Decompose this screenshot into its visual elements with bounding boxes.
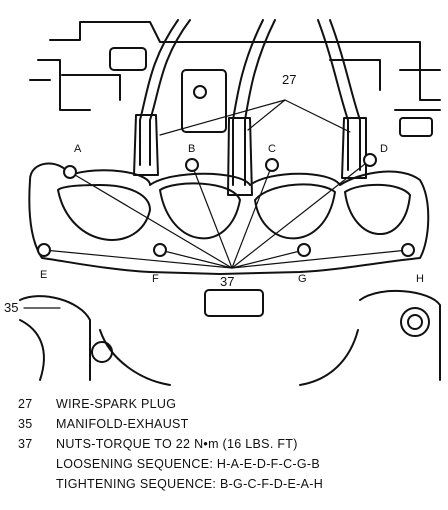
nut-label-e: E [40, 269, 47, 281]
engine-block-outline [49, 21, 441, 101]
manifold-port-2 [159, 182, 241, 240]
bracket-plate [181, 69, 227, 133]
nut-h [401, 243, 415, 257]
nut-b [185, 158, 199, 172]
legend-item-manifold: 35 MANIFOLD-EXHAUST [18, 414, 438, 434]
nut-f [153, 243, 167, 257]
sensor-boss [204, 289, 264, 317]
nut-label-c: C [268, 143, 276, 155]
lower-bolt-left [91, 341, 113, 363]
legend: 27 WIRE-SPARK PLUG 35 MANIFOLD-EXHAUST 3… [18, 394, 438, 494]
callout-27: 27 [282, 72, 296, 87]
nut-label-h: H [416, 273, 424, 285]
legend-number: 37 [18, 437, 33, 451]
lower-bolt-right [400, 307, 430, 337]
nut-e [37, 243, 51, 257]
bracket-hole [193, 85, 207, 99]
spark-plug-wire-a [149, 19, 191, 166]
callout-37: 37 [220, 274, 234, 289]
callout-35: 35 [4, 300, 18, 315]
legend-text: WIRE-SPARK PLUG [56, 397, 177, 411]
legend-item-wire: 27 WIRE-SPARK PLUG [18, 394, 438, 414]
nut-label-a: A [74, 143, 82, 155]
exhaust-manifold-body [28, 162, 430, 275]
lower-bolt-right-inner [407, 314, 423, 330]
left-bracket [19, 319, 45, 381]
loosening-sequence: LOOSENING SEQUENCE: H-A-E-D-F-C-G-B [56, 457, 320, 471]
nuts [37, 153, 415, 257]
legend-text: MANIFOLD-EXHAUST [56, 417, 189, 431]
lower-pipe [99, 329, 359, 386]
nut-d [363, 153, 377, 167]
nut-label-d: D [380, 143, 388, 155]
side-boss [399, 117, 433, 137]
valve-cover-boss [109, 47, 147, 71]
nut-a [63, 165, 77, 179]
plug-boot-a [133, 114, 159, 176]
nut-label-g: G [298, 273, 307, 285]
plug-boot-b [227, 117, 253, 196]
nut-label-f: F [152, 273, 159, 285]
nut-g [297, 243, 311, 257]
wire-leader-lines [159, 99, 351, 136]
legend-number: 35 [18, 417, 33, 431]
tightening-sequence: TIGHTENING SEQUENCE: B-G-C-F-D-E-A-H [56, 477, 324, 491]
legend-text: NUTS-TORQUE TO 22 N•m (16 LBS. FT) [56, 437, 298, 451]
manifold-lower-flange [19, 289, 441, 381]
nut-leader-lines [43, 159, 409, 269]
exhaust-manifold-diagram: 27 35 37 A B C D E F G H [4, 19, 441, 386]
engine-block-fins [29, 59, 441, 111]
manifold-port-1 [57, 184, 151, 241]
spark-plug-wire-a-inner [139, 19, 179, 166]
plug-boot-c [341, 117, 367, 179]
legend-number: 27 [18, 397, 33, 411]
manifold-port-4 [344, 183, 411, 235]
diagram-svg: 27 35 37 A B C D E F G H [4, 19, 441, 386]
nut-c [265, 158, 279, 172]
legend-item-nuts: 37 NUTS-TORQUE TO 22 N•m (16 LBS. FT) [18, 434, 438, 454]
manifold-port-3 [254, 183, 336, 240]
nut-label-b: B [188, 143, 195, 155]
